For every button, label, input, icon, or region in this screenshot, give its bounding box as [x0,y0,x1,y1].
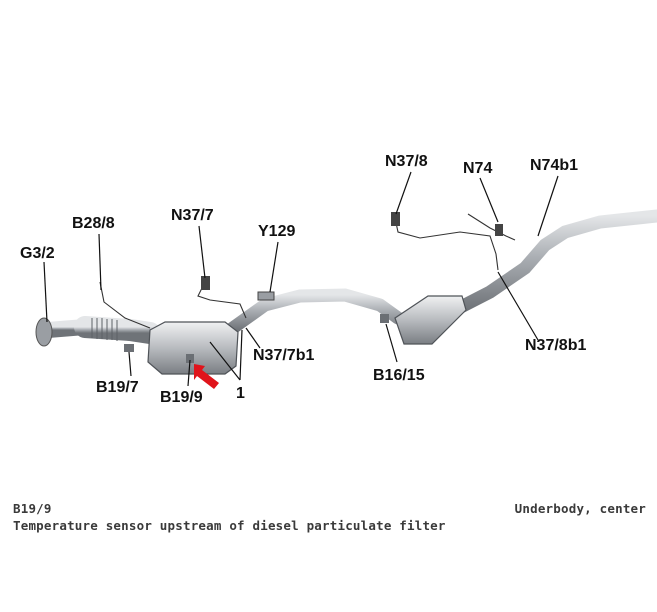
label-g3-2: G3/2 [20,245,55,262]
label-y129: Y129 [258,223,295,240]
center-muffler [394,295,467,345]
label-b28-8: B28/8 [72,215,115,232]
sensor-wiring [99,213,516,329]
component-location: Underbody, center [514,501,646,516]
flex-pipe [91,318,118,341]
label-n37-7b1: N37/7b1 [253,347,314,364]
y129-valve [257,291,275,301]
label-b16-15: B16/15 [373,367,425,384]
inlet-flange [35,317,53,347]
label-n37-8: N37/8 [385,153,428,170]
n74-module [495,224,503,236]
exhaust-pipe [40,209,657,344]
n37-7-module [201,276,210,290]
particulate-filter [147,321,239,375]
component-description: Temperature sensor upstream of diesel pa… [13,518,446,533]
component-code: B19/9 [13,501,52,516]
label-n37-8b1: N37/8b1 [525,337,586,354]
red-arrow-icon [194,364,219,389]
n37-8-module [391,212,400,226]
label-n74b1: N74b1 [530,157,578,174]
exhaust-system-diagram: G3/2 B28/8 N37/7 Y129 N37/8 N74 N74b1 B1… [20,153,657,406]
b19-9-sensor [186,354,194,363]
label-part-1: 1 [236,385,245,402]
leader-lines [43,171,559,387]
label-n37-7: N37/7 [171,207,214,224]
label-b19-7: B19/7 [96,379,139,396]
label-b19-9: B19/9 [160,389,203,406]
label-n74: N74 [463,160,492,177]
b16-15-sensor [380,314,389,323]
b19-7-sensor [124,344,134,352]
